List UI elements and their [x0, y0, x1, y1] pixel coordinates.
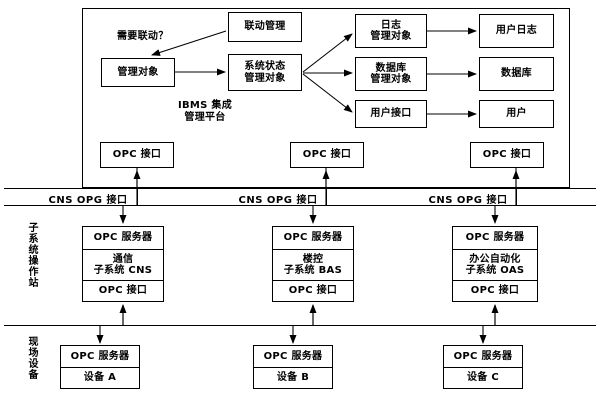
user-log-box: 用户日志 [479, 14, 554, 48]
ibms-platform-title: IBMS 集成 管理平台 [177, 100, 233, 123]
device-b-name: 设备 B [254, 367, 332, 388]
device-a-name: 设备 A [61, 367, 139, 388]
database-box: 数据库 [479, 57, 554, 91]
subsystem-bas-interface: OPC 接口 [273, 280, 353, 301]
user-interface-object-box: 用户接口 [355, 100, 427, 128]
device-c-name: 设备 C [444, 367, 522, 388]
ibms-opc-interface-right: OPC 接口 [470, 142, 544, 168]
band-divider-3 [516, 188, 517, 205]
cns-opg-label-left: CNS OPG 接口 [48, 195, 128, 206]
subsystem-oas-interface: OPC 接口 [453, 280, 537, 301]
subsystem-bas-server: OPC 服务器 [283, 232, 343, 244]
linkage-management-box: 联动管理 [228, 12, 302, 42]
database-management-object-box: 数据库 管理对象 [355, 57, 427, 91]
band-divider-2 [326, 188, 327, 205]
band-divider-1 [137, 188, 138, 205]
subsystem-stack-bas: OPC 服务器 楼控 子系统 BAS OPC 接口 [272, 226, 354, 302]
ibms-opc-interface-left: OPC 接口 [100, 142, 174, 168]
device-a-server: OPC 服务器 [70, 350, 130, 362]
device-stack-c: OPC 服务器 设备 C [443, 345, 523, 389]
device-c-server: OPC 服务器 [453, 350, 513, 362]
cns-opg-label-mid: CNS OPG 接口 [238, 195, 318, 206]
subsystem-cns-name: 通信 子系统 CNS [83, 249, 163, 280]
band-line-upper-mid [4, 205, 596, 206]
band-line-lower [4, 325, 596, 326]
device-b-server: OPC 服务器 [263, 350, 323, 362]
subsystem-cns-interface: OPC 接口 [83, 280, 163, 301]
subsystem-stack-cns: OPC 服务器 通信 子系统 CNS OPC 接口 [82, 226, 164, 302]
field-device-label: 现场设备 [26, 336, 37, 380]
device-stack-b: OPC 服务器 设备 B [253, 345, 333, 389]
band-line-top [4, 188, 596, 189]
managed-object-box: 管理对象 [101, 58, 175, 87]
log-management-object-box: 日志 管理对象 [355, 14, 427, 48]
user-box: 用户 [479, 100, 554, 128]
subsystem-oas-name: 办公自动化 子系统 OAS [453, 249, 537, 280]
cns-opg-label-right: CNS OPG 接口 [428, 195, 508, 206]
subsystem-cns-server: OPC 服务器 [93, 232, 153, 244]
subsystem-bas-name: 楼控 子系统 BAS [273, 249, 353, 280]
subsystem-stack-oas: OPC 服务器 办公自动化 子系统 OAS OPC 接口 [452, 226, 538, 302]
subsystem-oas-server: OPC 服务器 [465, 232, 525, 244]
ibms-opc-interface-mid: OPC 接口 [290, 142, 364, 168]
device-stack-a: OPC 服务器 设备 A [60, 345, 140, 389]
subsystem-station-label: 子系统操作站 [26, 222, 37, 288]
linkage-condition-label: 需要联动？ [117, 31, 169, 42]
system-state-object-box: 系统状态 管理对象 [228, 54, 302, 91]
